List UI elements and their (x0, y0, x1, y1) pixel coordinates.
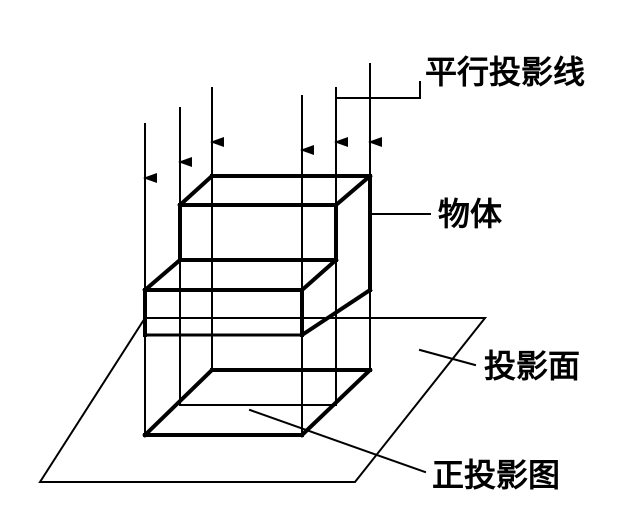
projection-plane (38, 317, 488, 483)
orthographic-projection-shape (142, 367, 373, 438)
label-orthographic-projection: 正投影图 (432, 456, 560, 494)
label-object: 物体 (438, 195, 502, 233)
object (142, 173, 373, 338)
callout-lines (248, 81, 477, 474)
label-parallel-projection-lines: 平行投影线 (425, 53, 585, 91)
label-projection-plane: 投影面 (484, 347, 580, 385)
